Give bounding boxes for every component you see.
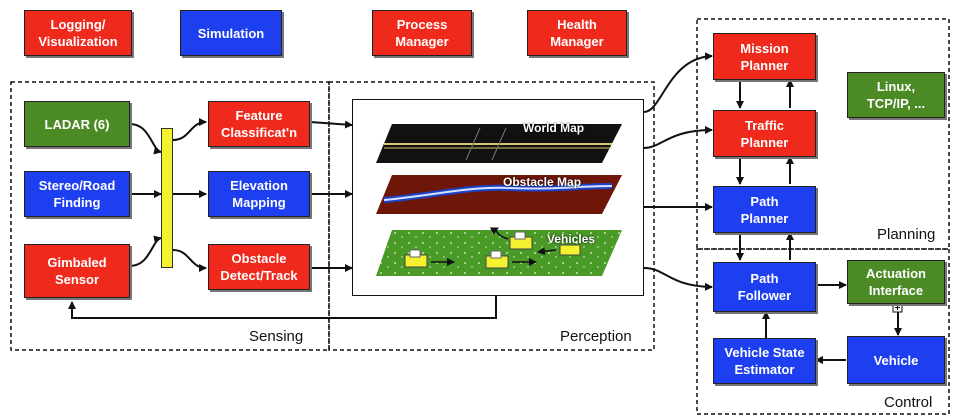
vehicle-marker-3	[509, 231, 533, 250]
control-region	[696, 248, 950, 415]
elevation-mapping-box: Elevation Mapping	[208, 171, 310, 217]
planning-label: Planning	[877, 226, 936, 243]
vehicle-box: Vehicle	[847, 336, 945, 384]
connectors	[68, 52, 902, 364]
world-map-label: World Map	[523, 121, 585, 135]
feature-classification-box: Feature Classificat'n	[208, 101, 310, 147]
perception-panel	[352, 99, 644, 296]
vehicles-label: Vehicles	[547, 232, 596, 246]
obstacle-map-layer	[376, 175, 622, 214]
gimbaled-sensor-box: Gimbaled Sensor	[24, 244, 130, 298]
simulation-box: Simulation	[180, 10, 282, 56]
perception-label: Perception	[560, 328, 632, 345]
health-manager-box: Health Manager	[527, 10, 627, 56]
vehicle-marker-4	[559, 244, 581, 256]
obstacle-map-label: Obstacle Map	[503, 175, 582, 189]
ladar-box: LADAR (6)	[24, 101, 130, 147]
linux-tcpip-box: Linux, TCP/IP, ...	[847, 72, 945, 118]
vehicle-marker-2	[485, 250, 509, 269]
obstacle-detect-track-box: Obstacle Detect/Track	[208, 244, 310, 290]
vehicle-state-estimator-box: Vehicle State Estimator	[713, 338, 816, 384]
control-label: Control	[884, 394, 933, 411]
actuation-interface-box: Actuation Interface	[847, 260, 945, 304]
process-manager-box: Process Manager	[372, 10, 472, 56]
world-map-layer	[376, 124, 622, 163]
path-follower-box: Path Follower	[713, 262, 816, 312]
sensor-fusion-bar	[161, 128, 173, 268]
vehicle-marker-1	[404, 249, 428, 268]
mission-planner-box: Mission Planner	[713, 33, 816, 80]
perception-region	[328, 81, 655, 351]
path-planner-box: Path Planner	[713, 186, 816, 233]
stereo-road-finding-box: Stereo/Road Finding	[24, 171, 130, 217]
vehicles-layer	[376, 227, 622, 276]
planning-region	[696, 18, 950, 250]
logging-visualization-box: Logging/ Visualization	[24, 10, 132, 56]
traffic-planner-box: Traffic Planner	[713, 110, 816, 157]
sensing-label: Sensing	[249, 328, 304, 345]
